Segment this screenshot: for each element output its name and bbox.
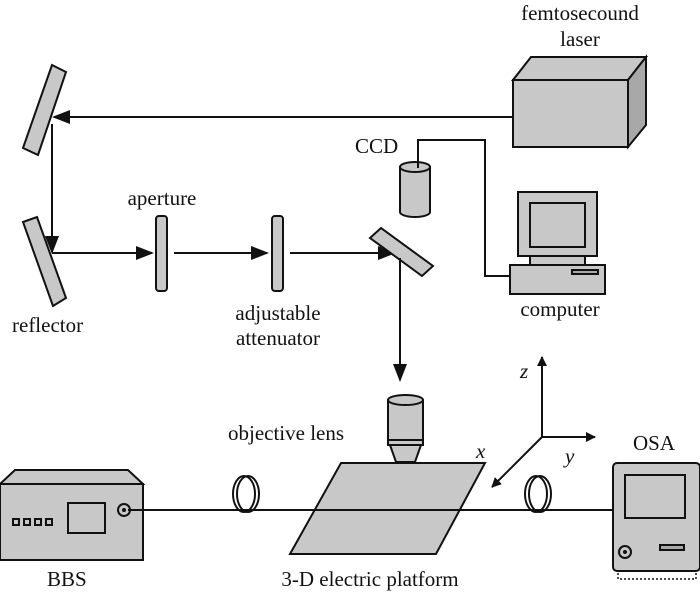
axis-y-label: y xyxy=(563,444,575,468)
aperture xyxy=(155,215,168,292)
osa-analyzer xyxy=(612,462,700,580)
laser-label-2: laser xyxy=(560,27,600,51)
reflector-2 xyxy=(21,215,68,308)
computer xyxy=(509,191,606,295)
ccd-cable xyxy=(417,139,510,277)
ccd-camera xyxy=(399,161,431,218)
objective-lens xyxy=(387,394,424,463)
bbs-source xyxy=(0,469,146,561)
bbs-label: BBS xyxy=(47,567,87,591)
attenuator-label-2: attenuator xyxy=(236,326,320,350)
osa-label: OSA xyxy=(633,431,676,455)
aperture-label: aperture xyxy=(128,186,197,210)
coordinate-axes xyxy=(491,356,596,488)
axis-x-label: x xyxy=(475,439,486,463)
fiber-coil-right xyxy=(524,475,552,513)
adjustable-attenuator xyxy=(271,215,284,292)
platform-label: 3-D electric platform xyxy=(281,567,458,591)
3d-electric-platform xyxy=(288,462,487,555)
attenuator-label-1: adjustable xyxy=(235,301,320,325)
fiber-coil-left xyxy=(232,475,260,513)
laser-label-1: femtosecound xyxy=(521,1,639,25)
ccd-label: CCD xyxy=(355,134,398,158)
dichroic-mirror xyxy=(368,226,435,278)
femtosecond-laser xyxy=(510,54,649,150)
axis-z-label: z xyxy=(519,359,528,383)
computer-label: computer xyxy=(520,297,599,321)
reflector-label: reflector xyxy=(12,313,83,337)
objective-lens-label: objective lens xyxy=(228,421,344,445)
reflector-1 xyxy=(21,63,68,157)
